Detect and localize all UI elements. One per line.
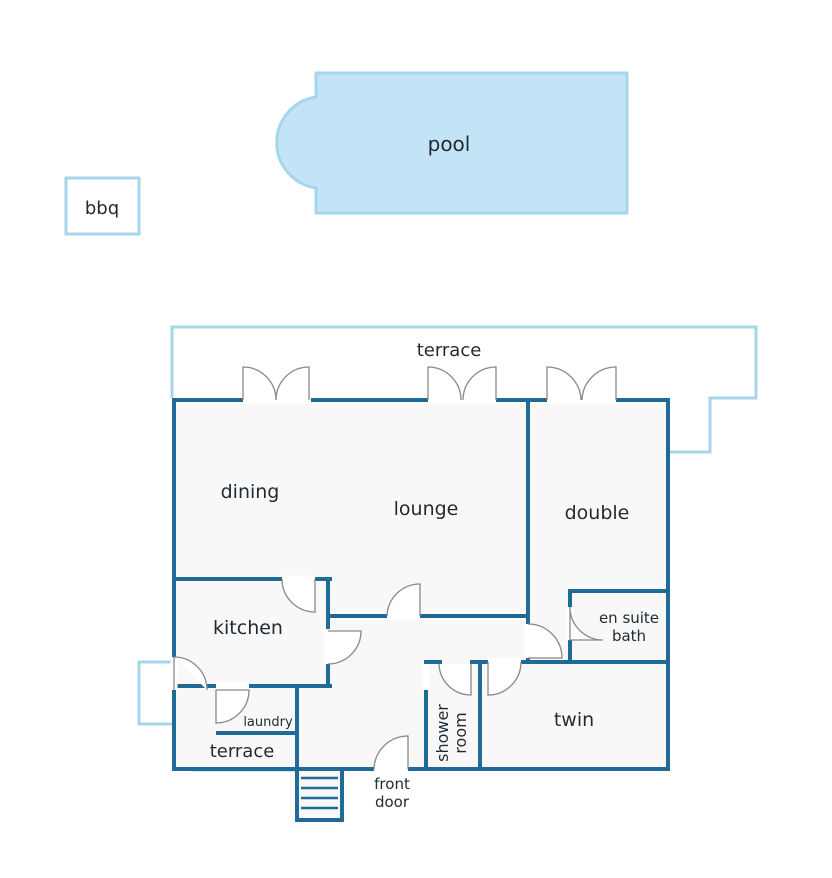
door-kitchen-terrace xyxy=(173,656,208,691)
door-lounge-terrace xyxy=(427,366,497,401)
kitchen-label: kitchen xyxy=(213,617,283,639)
twin-label: twin xyxy=(554,709,594,731)
door-double-terrace xyxy=(546,366,617,401)
door-twin xyxy=(487,661,522,696)
en-suite-label-line1: en suite xyxy=(599,609,659,627)
bbq-label: bbq xyxy=(85,198,119,219)
dining-label: dining xyxy=(221,481,280,503)
terrace-top-label: terrace xyxy=(417,340,482,361)
house-floor xyxy=(174,400,668,820)
double-label: double xyxy=(565,502,630,524)
terrace-bottom-label: terrace xyxy=(210,741,275,762)
bbq: bbq xyxy=(64,176,141,236)
door-en-suite xyxy=(569,606,604,641)
shower-label-line1: shower xyxy=(433,704,452,762)
door-shower-room xyxy=(438,663,472,696)
entrance-stairs xyxy=(301,776,338,810)
door-dining-terrace xyxy=(242,366,310,401)
door-kitchen-dining xyxy=(281,578,316,613)
pool: pool xyxy=(275,71,629,215)
pool-label: pool xyxy=(428,132,471,156)
doors xyxy=(173,366,617,770)
shower-label-line2: room xyxy=(451,712,470,753)
door-lounge-hall xyxy=(386,583,421,617)
door-laundry xyxy=(215,689,250,724)
en-suite-label-line2: bath xyxy=(612,627,646,645)
laundry-label: laundry xyxy=(243,715,293,730)
front-door-label-line1: front xyxy=(374,775,410,793)
front-door-label-line2: door xyxy=(375,793,410,811)
door-front xyxy=(373,735,409,770)
shower-room-label: shower room xyxy=(433,704,470,762)
door-double xyxy=(527,623,563,659)
lounge-label: lounge xyxy=(394,498,459,520)
terrace-top-outline xyxy=(170,325,758,454)
door-kitchen-hall xyxy=(327,630,362,665)
